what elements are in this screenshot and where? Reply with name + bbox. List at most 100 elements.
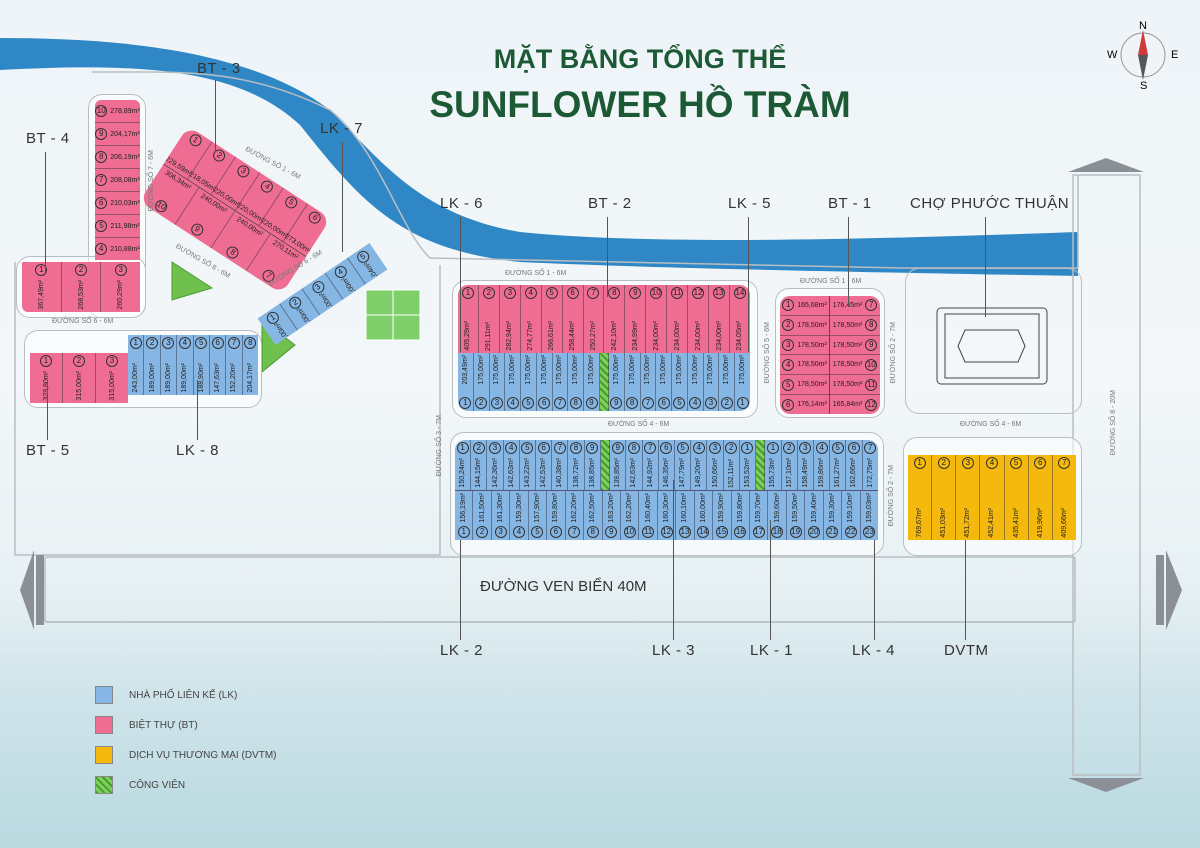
lot-bt1_right-7[interactable]: 176,45m²7 — [830, 296, 880, 316]
